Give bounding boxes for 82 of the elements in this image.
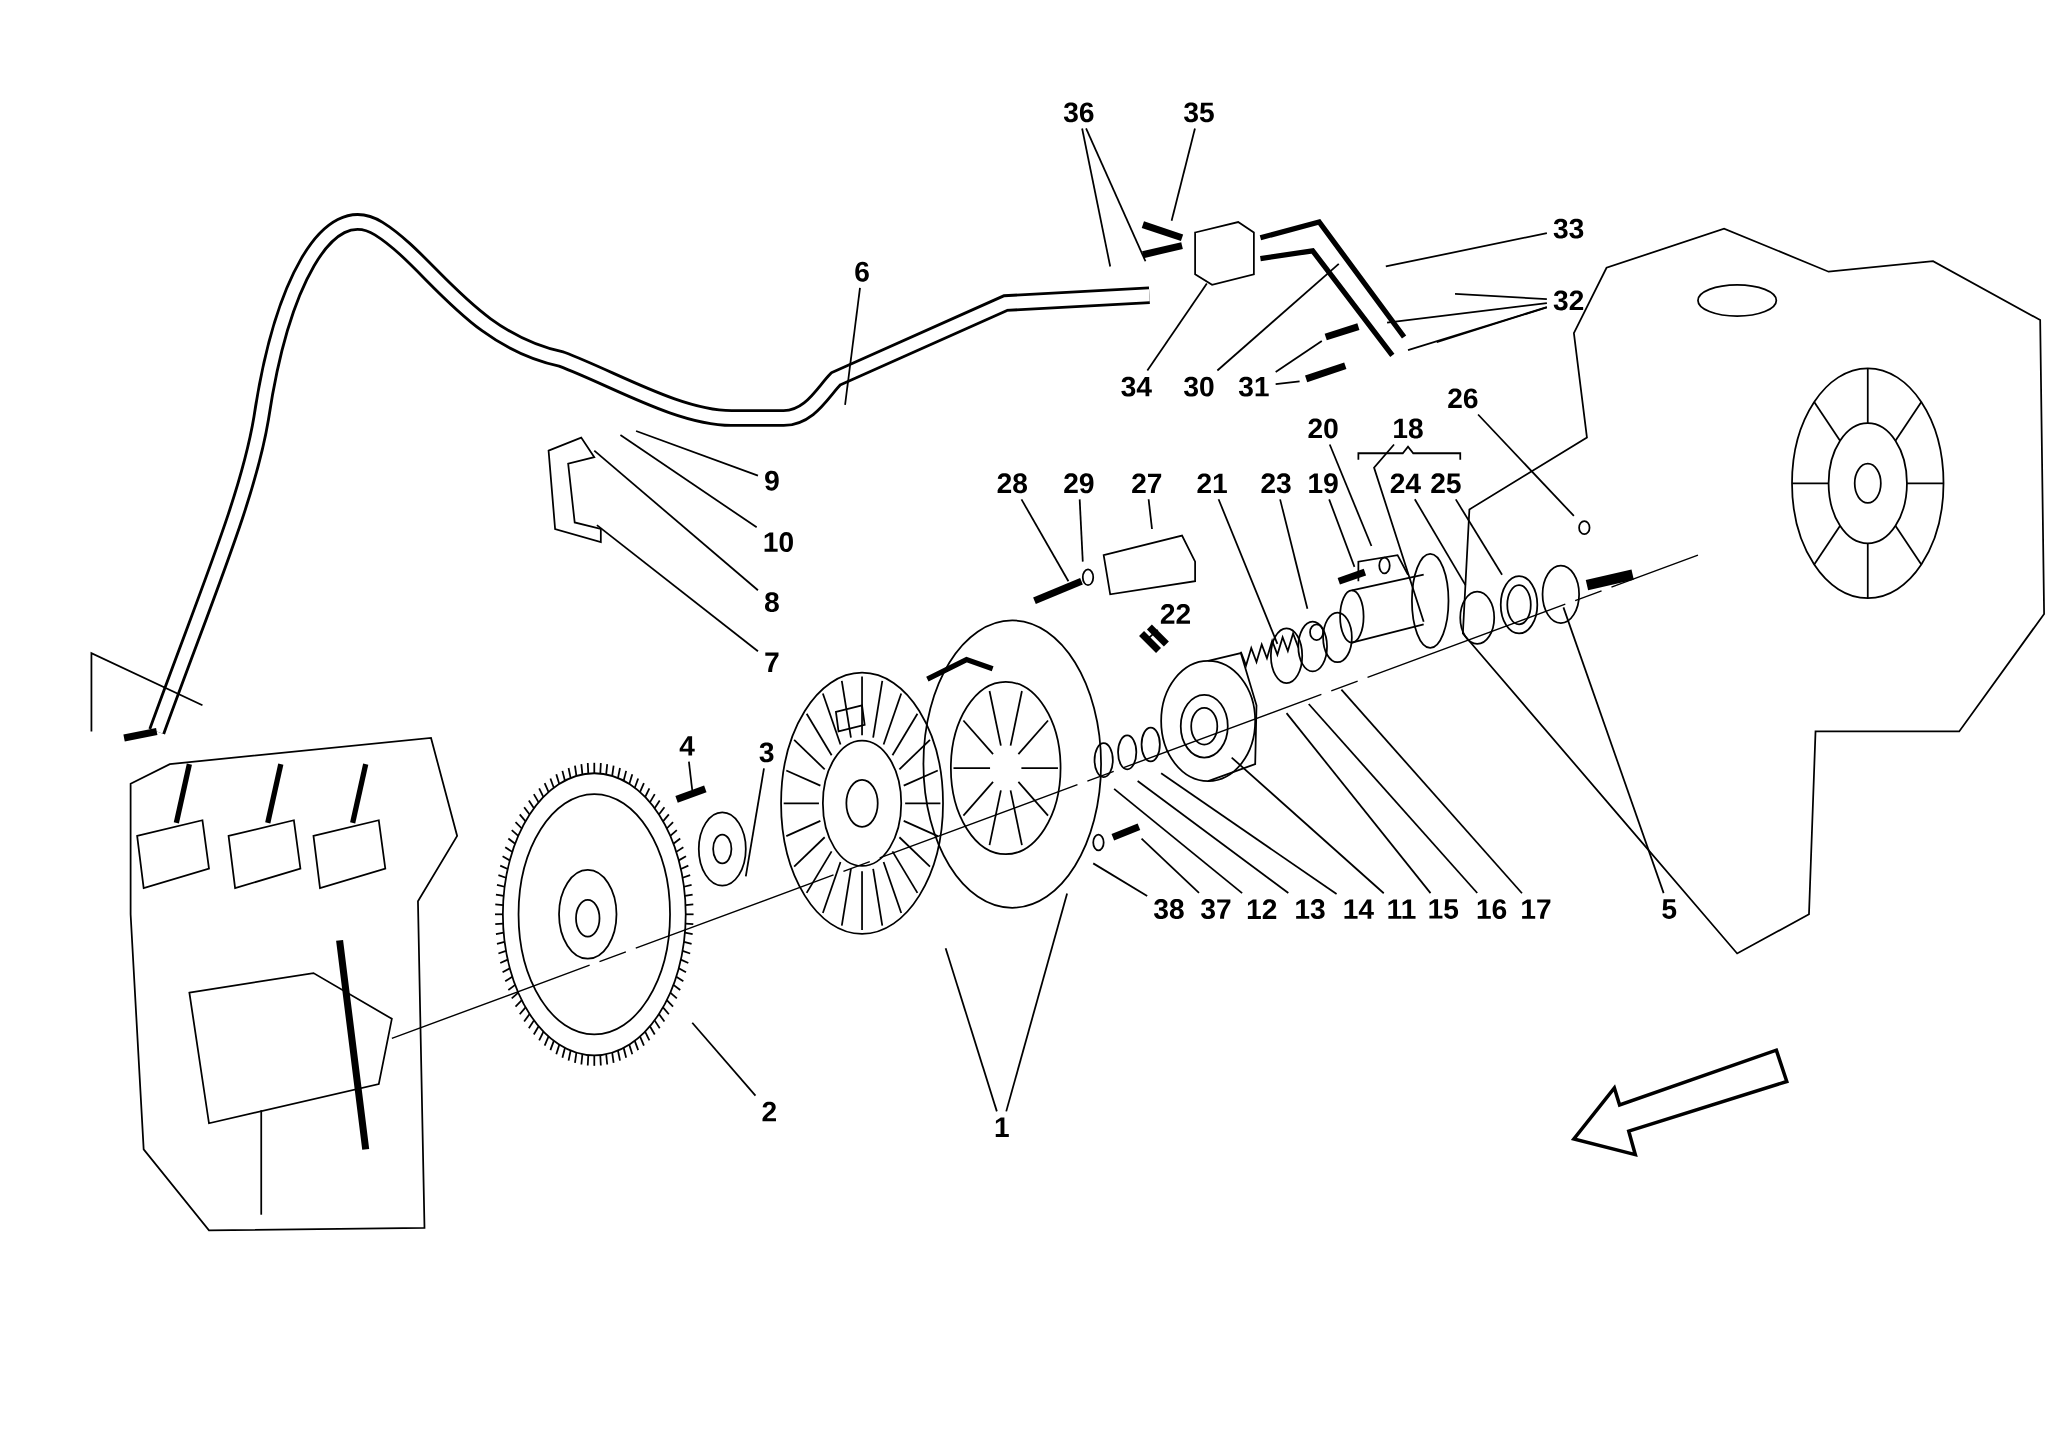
callout-number: 14: [1344, 899, 1374, 919]
leader-line: [844, 286, 861, 406]
leader-line: [1307, 703, 1479, 894]
callout-number: 22: [1160, 604, 1190, 624]
leader-line: [635, 430, 759, 477]
leader-line: [1477, 413, 1575, 517]
callout-number: 30: [1184, 376, 1214, 397]
callout-number: 38: [1154, 899, 1184, 919]
callout-number: 16: [1477, 899, 1507, 919]
leader-line: [944, 947, 998, 1113]
callout-number: 20: [1308, 418, 1338, 439]
leader-line: [1384, 232, 1548, 268]
callout-number: 34: [1121, 376, 1152, 397]
leader-line: [1373, 443, 1425, 623]
callout-number: 33: [1553, 218, 1584, 239]
leader-line: [1274, 339, 1323, 373]
callout-number: 28: [997, 473, 1027, 494]
leader-line: [1081, 127, 1112, 268]
leader-line: [1340, 688, 1523, 895]
leader-line: [1020, 498, 1070, 582]
leader-line: [1147, 498, 1153, 530]
callout-number: 12: [1247, 899, 1277, 919]
callout-number: 36: [1063, 102, 1094, 123]
leader-line: [1413, 498, 1467, 586]
callout-number: 1: [995, 1117, 1009, 1137]
leader-line: [1328, 498, 1356, 568]
callout-number: 6: [855, 261, 869, 282]
leader-line: [1160, 772, 1338, 895]
leader-line: [1454, 498, 1503, 576]
leader-line: [1279, 498, 1309, 610]
leader-line: [596, 524, 759, 653]
leader-line: [593, 449, 759, 591]
leader-line: [1170, 127, 1196, 222]
callout-number: 27: [1132, 473, 1162, 493]
callout-number: 23: [1261, 473, 1291, 494]
leader-line: [1407, 306, 1548, 351]
callout-number: 31: [1238, 376, 1269, 397]
leader-line: [1092, 862, 1149, 897]
leader-line: [1078, 498, 1084, 563]
callout-number: 3: [759, 742, 774, 763]
callout-number: 37: [1201, 899, 1231, 919]
callout-number: 32: [1553, 290, 1584, 311]
callout-number: 13: [1296, 899, 1325, 919]
callout-number: 11: [1388, 899, 1416, 919]
leader-line: [1148, 628, 1159, 639]
callout-number: 7: [765, 652, 779, 672]
leader-line: [1140, 837, 1200, 894]
leader-line: [1085, 127, 1147, 263]
callout-number: 17: [1522, 899, 1551, 919]
leader-line: [1230, 756, 1385, 895]
leader-line: [688, 760, 694, 791]
leader-line: [1005, 892, 1068, 1113]
callout-number: 9: [765, 470, 779, 491]
leader-line: [1146, 282, 1208, 372]
leader-line: [1562, 606, 1665, 894]
callout-number: 21: [1197, 473, 1227, 493]
callout-number: 26: [1448, 388, 1478, 409]
callout-number: 18: [1394, 418, 1423, 439]
leader-line: [1274, 380, 1301, 385]
callout-number: 25: [1431, 473, 1461, 494]
leader-line: [1328, 443, 1373, 547]
callout-number: 35: [1184, 102, 1214, 123]
callout-number: 4: [679, 736, 695, 756]
callout-number: 2: [762, 1101, 776, 1122]
leader-line: [1386, 302, 1548, 324]
callout-number: 24: [1390, 473, 1421, 493]
callout-number: 10: [764, 532, 793, 552]
leader-line: [691, 1021, 757, 1097]
leader-line: [1454, 292, 1548, 300]
leader-line: [1285, 712, 1432, 894]
leader-line: [1216, 262, 1340, 372]
callout-number: 15: [1429, 899, 1459, 919]
callout-number: 8: [765, 592, 779, 612]
callout-number: 5: [1662, 899, 1677, 919]
leader-line: [1217, 498, 1279, 645]
leader-line: [1435, 306, 1548, 343]
leader-line: [619, 434, 758, 529]
callout-number: 19: [1309, 473, 1338, 494]
leader-line: [1136, 780, 1290, 894]
leader-line: [744, 767, 765, 878]
callout-number: 29: [1064, 473, 1094, 494]
leader-line: [1113, 787, 1243, 894]
